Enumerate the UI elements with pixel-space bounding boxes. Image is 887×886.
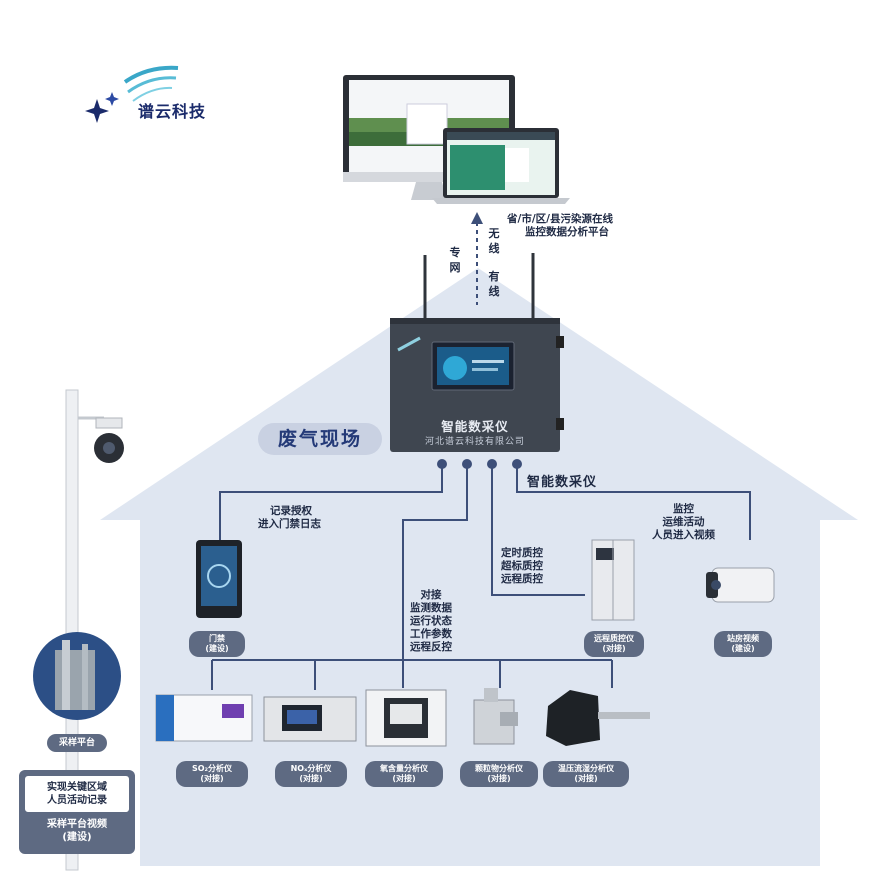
platform-label: 省/市/区/县污染源在线 监控数据分析平台 [507, 213, 613, 239]
brand-name: 谱云科技 [138, 102, 207, 121]
particulate-analyzer-icon [473, 688, 518, 745]
particulate-analyzer-pill: 颗粒物分析仪(对接) [460, 761, 538, 787]
access-terminal-icon [196, 540, 242, 618]
platform-label-line2: 监控数据分析平台 [525, 226, 609, 238]
sampling-platform-pill: 采样平台 [47, 734, 107, 752]
video-pill: 站房视频(建设) [714, 631, 772, 657]
qc-pill: 远程质控仪(对接) [584, 631, 644, 657]
sampling-video-caption: 采样平台视频 (建设) [47, 819, 107, 843]
collector-name: 智能数采仪 [441, 419, 509, 434]
sampling-video-box: 实现关键区域 人员活动记录 采样平台视频 (建设) [19, 770, 135, 854]
dome-camera-icon [94, 417, 124, 463]
data-collector-device [390, 318, 564, 452]
oxygen-analyzer-pill: 氧含量分析仪(对接) [365, 761, 443, 787]
nox-analyzer-pill: NOₓ分析仪(对接) [275, 761, 347, 787]
connection-lines [211, 468, 751, 690]
qc-cabinet-icon [591, 539, 635, 621]
antenna-icon [423, 253, 535, 322]
collector-maker: 河北谱云科技有限公司 [424, 437, 525, 447]
access-control-pill: 门禁(建设) [189, 631, 245, 657]
analyzer-link-note: 对接 监测数据 运行状态 工作参数 远程反控 [410, 589, 452, 653]
sampling-platform-photo [33, 632, 121, 720]
so2-analyzer-pill: SO₂分析仪(对接) [176, 761, 248, 787]
site-title: 废气现场 [258, 423, 382, 455]
wired-label: 有线 [488, 270, 500, 298]
sampling-video-note: 实现关键区域 人员活动记录 [25, 776, 129, 812]
nox-analyzer-icon [263, 696, 357, 742]
wireless-label: 无线 [488, 227, 500, 255]
access-note: 记录授权 进入门禁日志 [258, 505, 321, 530]
platform-label-line1: 省/市/区/县污染源在线 [507, 213, 614, 225]
port-dots [437, 459, 522, 469]
logo-mark-icon [85, 65, 179, 123]
video-note: 监控 运维活动 人员进入视频 [652, 503, 715, 541]
so2-analyzer-icon [155, 694, 253, 742]
private-net-label: 专网 [449, 246, 461, 274]
oxygen-analyzer-icon [365, 689, 447, 747]
laptop-icon [432, 128, 570, 204]
tpfh-analyzer-icon [546, 690, 650, 746]
bullet-camera-icon [706, 567, 775, 603]
tpfh-analyzer-pill: 温压流湿分析仪(对接) [543, 761, 629, 787]
qc-note: 定时质控 超标质控 远程质控 [501, 547, 543, 585]
collector-hub-label: 智能数采仪 [527, 475, 598, 490]
